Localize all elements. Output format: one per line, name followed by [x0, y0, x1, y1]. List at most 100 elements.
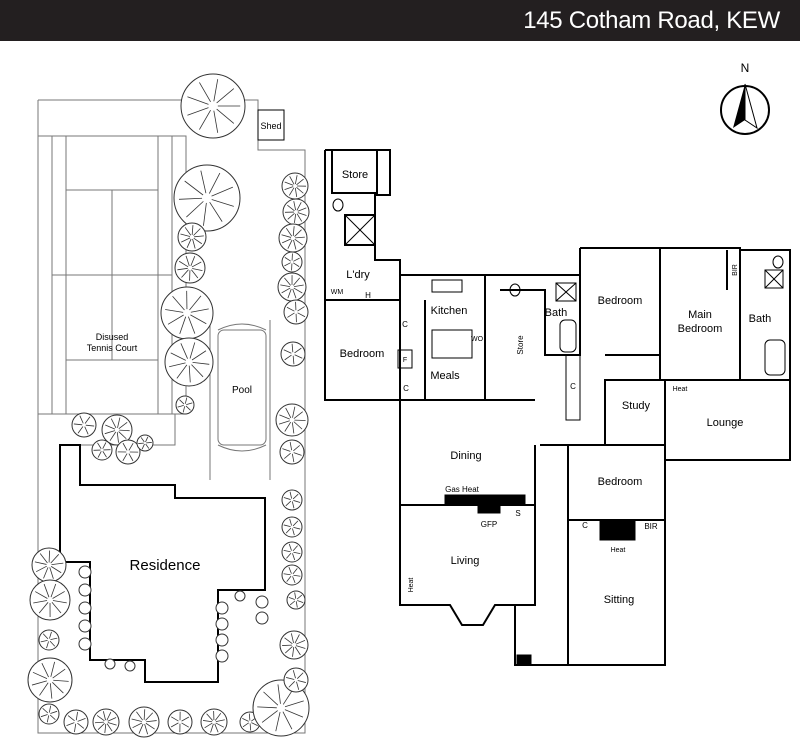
tree — [177, 222, 207, 252]
header-bar: 145 Cotham Road, KEW — [0, 0, 800, 41]
house-walls — [324, 149, 791, 666]
tree — [38, 703, 60, 725]
tree — [275, 403, 309, 437]
cupboard-hall — [565, 354, 581, 421]
tree — [78, 601, 92, 615]
tree — [78, 619, 92, 633]
meals-label: Meals — [430, 370, 460, 382]
bath-tub-middle — [559, 319, 577, 353]
tree — [71, 412, 97, 438]
f-label: F — [403, 357, 407, 364]
kitchen-label: Kitchen — [431, 305, 468, 317]
tree — [78, 583, 92, 597]
tree — [173, 164, 241, 232]
wm-label: WM — [331, 289, 344, 296]
tree — [91, 439, 113, 461]
tree — [174, 252, 206, 284]
toilet-store — [332, 198, 344, 212]
tree — [38, 629, 60, 651]
h-label: H — [365, 291, 371, 300]
tree — [281, 564, 303, 586]
tree — [164, 337, 214, 387]
tree — [128, 706, 160, 738]
tree — [281, 541, 303, 563]
site-plan — [37, 99, 306, 734]
tennis-label-1: Disused — [96, 332, 129, 342]
tree — [281, 251, 303, 273]
tree — [136, 434, 154, 452]
heat-lounge-label: Heat — [673, 386, 688, 393]
bir-sitting-label: BIR — [644, 522, 658, 531]
bir-main-label: BIR — [732, 264, 739, 276]
fixtures — [332, 198, 786, 666]
lounge-label: Lounge — [707, 417, 744, 429]
sitting-label: Sitting — [604, 594, 635, 606]
tree — [63, 709, 89, 735]
room-labels: Store L'dry WM H Bedroom Kitchen WO Meal… — [331, 169, 772, 606]
tree — [200, 708, 228, 736]
tree — [92, 708, 120, 736]
tree — [283, 667, 309, 693]
tree — [278, 223, 308, 253]
residence-footprint — [59, 444, 266, 683]
bath-middle-label: Bath — [545, 307, 568, 319]
main-bedroom-label-2: Bedroom — [678, 323, 723, 335]
wo-label: WO — [471, 336, 484, 343]
porch-block — [516, 654, 532, 666]
main-bedroom-label-1: Main — [688, 309, 712, 321]
tree — [281, 489, 303, 511]
tree — [286, 590, 306, 610]
tree — [104, 658, 116, 670]
tree — [282, 198, 310, 226]
s1-label: S — [501, 496, 506, 505]
study-label: Study — [622, 400, 651, 412]
chimney-living — [477, 504, 501, 514]
tree — [175, 395, 195, 415]
chimney-dining — [444, 494, 526, 506]
bath-tub-east — [764, 339, 786, 376]
living-label: Living — [451, 555, 480, 567]
bath-east-label: Bath — [749, 313, 772, 325]
tree — [31, 547, 67, 583]
c-hall-label: C — [570, 382, 576, 391]
tree — [167, 709, 193, 735]
tree — [279, 439, 305, 465]
tree — [279, 630, 309, 660]
tree — [283, 299, 309, 325]
c-sitting-label: C — [582, 521, 588, 530]
kitchen-bench — [431, 329, 473, 359]
tree — [115, 439, 141, 465]
north-compass: N — [720, 61, 770, 135]
c-meals-label: C — [403, 384, 409, 393]
store-top-label: Store — [342, 169, 368, 181]
tree — [78, 637, 92, 651]
tree — [281, 172, 309, 200]
tree — [252, 679, 310, 737]
shed-label: Shed — [260, 121, 281, 131]
tennis-label-2: Tennis Court — [87, 343, 138, 353]
tree — [281, 516, 303, 538]
property-address-title: 145 Cotham Road, KEW — [523, 7, 780, 34]
tree — [124, 660, 136, 672]
heat-living-label: Heat — [408, 578, 415, 593]
store-bath-label: Store — [516, 335, 525, 355]
gfp-label: GFP — [481, 520, 497, 529]
tree — [215, 617, 229, 631]
tree — [29, 579, 71, 621]
fridge — [397, 349, 413, 369]
s2-label: S — [515, 509, 520, 518]
chimney-sitting — [599, 519, 636, 541]
north-label: N — [741, 61, 750, 75]
bedroom-north-label: Bedroom — [598, 295, 643, 307]
tree — [215, 649, 229, 663]
heat-sitting-label: Heat — [611, 547, 626, 554]
tree — [27, 657, 73, 703]
tree — [101, 414, 133, 446]
gas-heat-label: Gas Heat — [445, 485, 480, 494]
pool — [217, 329, 267, 446]
laundry-label: L'dry — [346, 269, 370, 281]
stove — [431, 279, 463, 293]
bedroom-west-label: Bedroom — [340, 348, 385, 360]
shed — [257, 109, 285, 141]
